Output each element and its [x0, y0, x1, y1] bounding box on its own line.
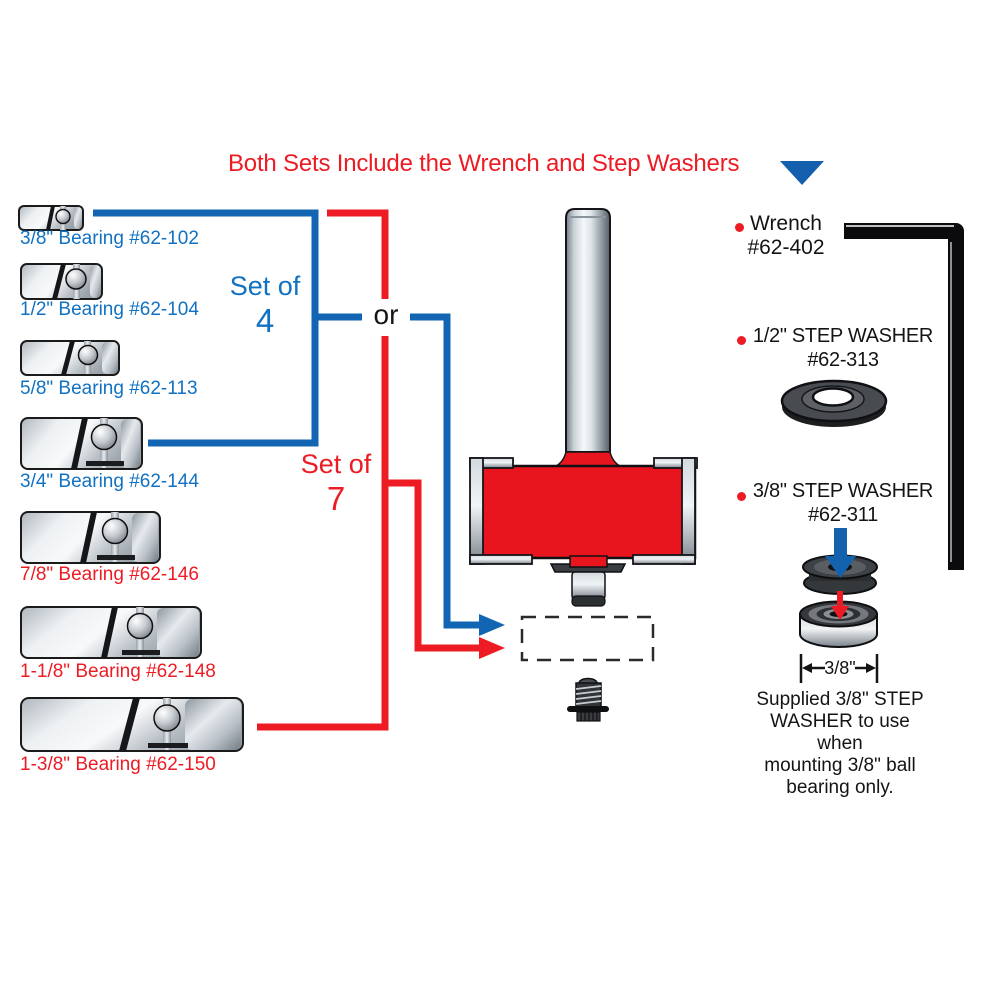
set7-bracket-line: [257, 209, 481, 731]
wrench-part-number: #62-402: [747, 236, 825, 259]
bearing-icon-7: [20, 697, 244, 752]
bullet-icon: [737, 492, 746, 501]
set4-bracket-line: [93, 209, 362, 447]
arbor-screw-illustration: [567, 677, 609, 722]
bearing-icon-3: [20, 340, 120, 376]
set-of-7-prefix: Set of: [300, 449, 372, 479]
bearing-icon-6: [20, 606, 202, 659]
caption-line: bearing only.: [786, 777, 894, 798]
bearing-label-7-8: 7/8" Bearing #62-146: [20, 564, 199, 585]
bearing-icon-2: [20, 263, 103, 300]
or-label: or: [373, 299, 399, 330]
step-washer-half-illustration: [780, 379, 888, 427]
set-of-4-count: 4: [255, 301, 275, 339]
red-arrowhead-icon: [479, 637, 505, 659]
caption-line: Supplied 3/8" STEP: [756, 689, 924, 710]
step-washer-half-name: 1/2" STEP WASHER: [752, 325, 934, 347]
set-of-4-prefix: Set of: [229, 271, 301, 301]
bearing-icon-5: [20, 511, 161, 564]
blue-down-arrow-icon: [825, 528, 856, 578]
caption-line: WASHER to use when: [770, 711, 910, 754]
bullet-icon: [737, 336, 746, 345]
dashed-bearing-placeholder: [520, 615, 655, 662]
connector-lines: [93, 209, 505, 731]
step-washer-three-eighths-label: 3/8" STEP WASHER #62-311: [743, 479, 943, 527]
step-washer-three-eighths-name: 3/8" STEP WASHER: [752, 480, 934, 502]
set-of-7-label: Set of 7: [284, 449, 388, 517]
wrench-name: Wrench: [750, 212, 822, 235]
router-bit-illustration: [469, 208, 698, 607]
bit-arbor-stub: [569, 555, 608, 568]
bit-body: [470, 464, 697, 560]
dimension-label: 3/8": [824, 658, 855, 678]
bearing-label-3-8: 3/8" Bearing #62-102: [20, 228, 199, 249]
bit-carbide-edges: [469, 457, 698, 565]
caption-line: mounting 3/8" ball: [764, 755, 916, 776]
blue-or-line: [410, 313, 481, 629]
supplied-washer-caption: Supplied 3/8" STEP WASHER to use when mo…: [746, 689, 934, 799]
bearing-label-5-8: 5/8" Bearing #62-113: [20, 378, 198, 399]
red-down-arrow-icon: [831, 591, 849, 620]
bearing-label-1-2: 1/2" Bearing #62-104: [20, 299, 199, 320]
step-washer-three-eighths-part-number: #62-311: [808, 504, 878, 526]
bearing-icon-1: [18, 205, 84, 231]
wrench-illustration: [844, 223, 964, 570]
bearing-label-3-4: 3/4" Bearing #62-144: [20, 471, 199, 492]
set-of-7-count: 7: [326, 479, 346, 517]
triangle-down-icon: [780, 161, 824, 185]
bit-shank: [565, 208, 611, 453]
bearing-label-1-3-8: 1-3/8" Bearing #62-150: [20, 754, 216, 775]
wrench-label: Wrench #62-402: [716, 212, 856, 260]
bullet-icon: [735, 223, 744, 232]
step-washer-half-part-number: #62-313: [807, 349, 879, 371]
bit-arbor: [571, 571, 606, 600]
step-washer-half-label: 1/2" STEP WASHER #62-313: [743, 324, 943, 372]
blue-arrowhead-icon: [479, 614, 505, 636]
set-of-4-label: Set of 4: [213, 271, 317, 339]
dimension-indicator: 3/8": [799, 654, 879, 683]
bearing-icon-4: [20, 417, 143, 470]
page-title: Both Sets Include the Wrench and Step Wa…: [228, 150, 740, 177]
bearing-label-1-1-8: 1-1/8" Bearing #62-148: [20, 661, 216, 682]
